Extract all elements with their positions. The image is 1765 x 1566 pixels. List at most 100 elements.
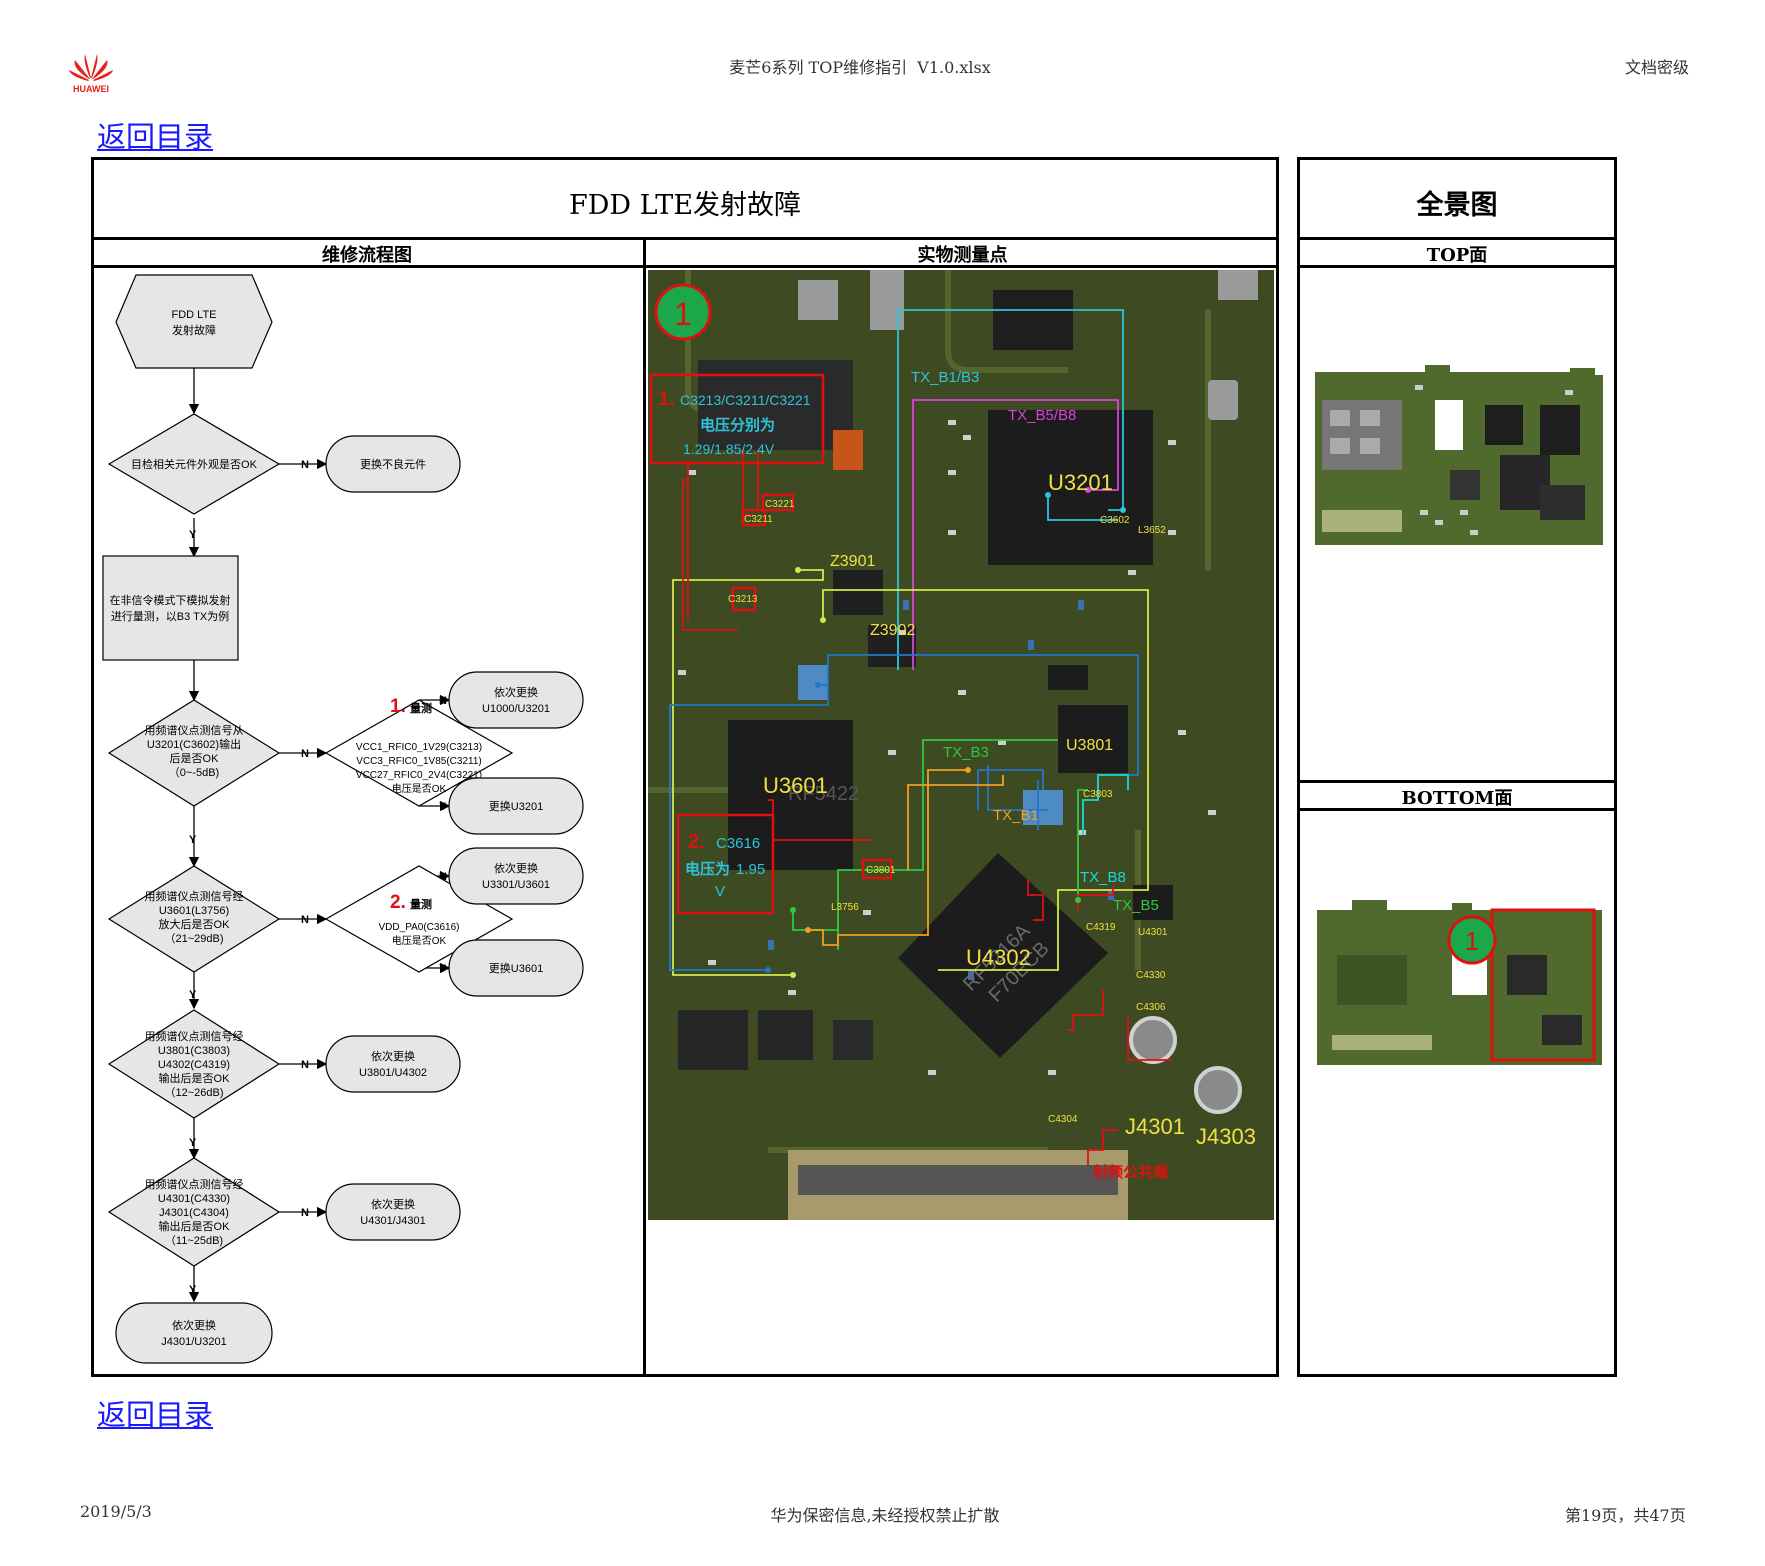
- no-label: N: [301, 914, 309, 926]
- divider: [1297, 780, 1617, 783]
- decision-u3801-line-3: U4302(C4319): [158, 1059, 230, 1071]
- action-replace-u3801-u4302: [325, 1035, 461, 1093]
- step-simulate-tx: [102, 555, 239, 661]
- antenna-common-label: 射频公共端: [1092, 1163, 1168, 1181]
- component-label-c3211: C3211: [744, 514, 773, 525]
- note-1-parts: C3213/C3211/C3221: [680, 392, 811, 408]
- signal-label-tx-b8: TX_B8: [1080, 869, 1126, 886]
- measure-1-label: 量测: [410, 701, 432, 715]
- component-label-c4330: C4330: [1136, 970, 1166, 981]
- pcb-marker: [654, 283, 712, 341]
- signal-path-tx-b5b8: [912, 399, 1119, 670]
- huawei-logo-icon: HUAWEI: [69, 54, 113, 94]
- note-2-voltage-label: 电压为: [685, 860, 730, 878]
- signal-label-tx-b1: TX_B1: [993, 807, 1039, 824]
- action-replace-bad: [325, 435, 461, 493]
- signal-path-blue: [669, 684, 829, 971]
- footer-page: 第19页，共47页: [1565, 1506, 1686, 1525]
- divider: [91, 237, 1279, 240]
- note-1-voltage: 1.29/1.85/2.4V: [683, 441, 775, 457]
- action-replace-u4301-j4301-line-1: 依次更换: [371, 1197, 415, 1211]
- pcb-marker-label: 1: [674, 296, 692, 332]
- overview-marker: [1447, 915, 1497, 965]
- measure-1-number: 1.: [390, 696, 406, 717]
- panel-bottom-label: BOTTOM面: [1401, 788, 1513, 809]
- measure-box-2: [676, 813, 775, 915]
- yes-label: Y: [439, 963, 447, 975]
- action-replace-u1000-u3201-line-1: 依次更换: [494, 685, 538, 699]
- action-replace-u3801-u4302-line-1: 依次更换: [371, 1049, 415, 1063]
- connector-j4303: [1194, 1066, 1242, 1114]
- main-frame: [91, 157, 1279, 1377]
- chip-label-u3201: U3201: [1048, 470, 1113, 495]
- no-label: N: [301, 1059, 309, 1071]
- decision-u3601-line-3: 放大后是否OK: [159, 917, 231, 931]
- decision-u3201-line-1: 用频谱仪点测信号从: [145, 723, 244, 737]
- action-replace-u4301-j4301: [325, 1183, 461, 1241]
- component-label-c3221: C3221: [765, 499, 795, 510]
- decision-u3601-line-2: U3601(L3756): [159, 905, 229, 917]
- measure-2-label: 量测: [410, 897, 432, 911]
- yes-label: Y: [189, 989, 197, 1001]
- footer-date: 2019/5/3: [80, 1502, 152, 1521]
- step-simulate-tx-line-1: 在非信令模式下模拟发射: [110, 593, 231, 607]
- logo-text: HUAWEI: [73, 84, 109, 94]
- chip-label-u3601: U3601: [763, 773, 828, 798]
- yes-label: Y: [189, 529, 197, 541]
- pcb-measure-image: RF5422 RF5422 RF5216A F70ECB: [648, 270, 1274, 1220]
- divider: [1297, 265, 1617, 268]
- note-1-number: 1.: [658, 388, 675, 410]
- component-label-c4319: C4319: [1086, 922, 1116, 933]
- back-to-toc-link-top[interactable]: 返回目录: [97, 120, 214, 154]
- decision-u3801-line-5: （12~26dB): [164, 1086, 223, 1099]
- divider: [91, 265, 1279, 268]
- chip-label-u4302: U4302: [966, 945, 1031, 970]
- signal-label-tx-b5b8: TX_B5/B8: [1008, 407, 1076, 424]
- action-replace-u3301-u3601-line-2: U3301/U3601: [482, 879, 550, 891]
- yes-label: Y: [189, 834, 197, 846]
- decision-u3801-line-4: 输出后是否OK: [159, 1071, 231, 1085]
- yes-label: Y: [189, 1284, 197, 1296]
- measure-header: 实物测量点: [917, 245, 1008, 266]
- action-replace-u3301-u3601: [448, 847, 584, 905]
- overview-title: 全景图: [1416, 190, 1498, 221]
- action-replace-u1000-u3201-line-2: U1000/U3201: [482, 703, 550, 715]
- note-2-part: C3616: [716, 835, 760, 852]
- chip-label-u3801: U3801: [1066, 737, 1113, 754]
- signal-path-tx-b1: [907, 775, 1004, 870]
- decision-u3601: [107, 865, 281, 973]
- back-to-toc-link-bottom[interactable]: 返回目录: [97, 1398, 214, 1432]
- decision-u4301-line-5: （11~25dB): [165, 1234, 223, 1247]
- note-2-number: 2.: [688, 831, 705, 853]
- main-title: FDD LTE发射故障: [568, 190, 802, 221]
- highlight-region: [1490, 908, 1596, 1062]
- chip-label-j4303: J4303: [1196, 1124, 1256, 1149]
- decision-u3801-line-1: 用频谱仪点测信号经: [145, 1029, 244, 1043]
- chip-marking-u3601: RF5422: [788, 783, 859, 805]
- no-label: N: [301, 1207, 309, 1219]
- flowchart-header: 维修流程图: [322, 245, 412, 266]
- divider: [643, 237, 646, 1377]
- security-level: 文档密级: [1625, 58, 1690, 77]
- measure-2-number: 2.: [390, 892, 406, 913]
- decision-u3601-line-1: 用频谱仪点测信号经: [145, 889, 244, 903]
- note-1-voltage-label: 电压分别为: [700, 416, 775, 434]
- signal-path-yellow-green: [822, 589, 1149, 971]
- component-label-u4301: U4301: [1138, 927, 1168, 938]
- action-replace-u3601: [448, 939, 584, 997]
- chip: [993, 290, 1073, 350]
- panel-top-label: TOP面: [1426, 245, 1488, 266]
- divider: [1297, 237, 1617, 240]
- decision-visual-check-label: 目检相关元件外观是否OK: [131, 457, 258, 471]
- end-node: [115, 1302, 273, 1364]
- action-replace-u3201: [448, 777, 584, 835]
- end-line-2: J4301/U3201: [161, 1336, 226, 1348]
- divider: [1297, 808, 1617, 811]
- decision-measure-1: [324, 699, 514, 807]
- chip-u3601: [728, 720, 853, 870]
- no-label: N: [301, 459, 309, 471]
- step-simulate-tx-line-2: 进行量测，以B3 TX为例: [111, 609, 229, 623]
- footer-confidential: 华为保密信息,未经授权禁止扩散: [770, 1506, 1000, 1525]
- action-replace-bad-label: 更换不良元件: [360, 457, 426, 471]
- huawei-logo: HUAWEI: [66, 48, 116, 102]
